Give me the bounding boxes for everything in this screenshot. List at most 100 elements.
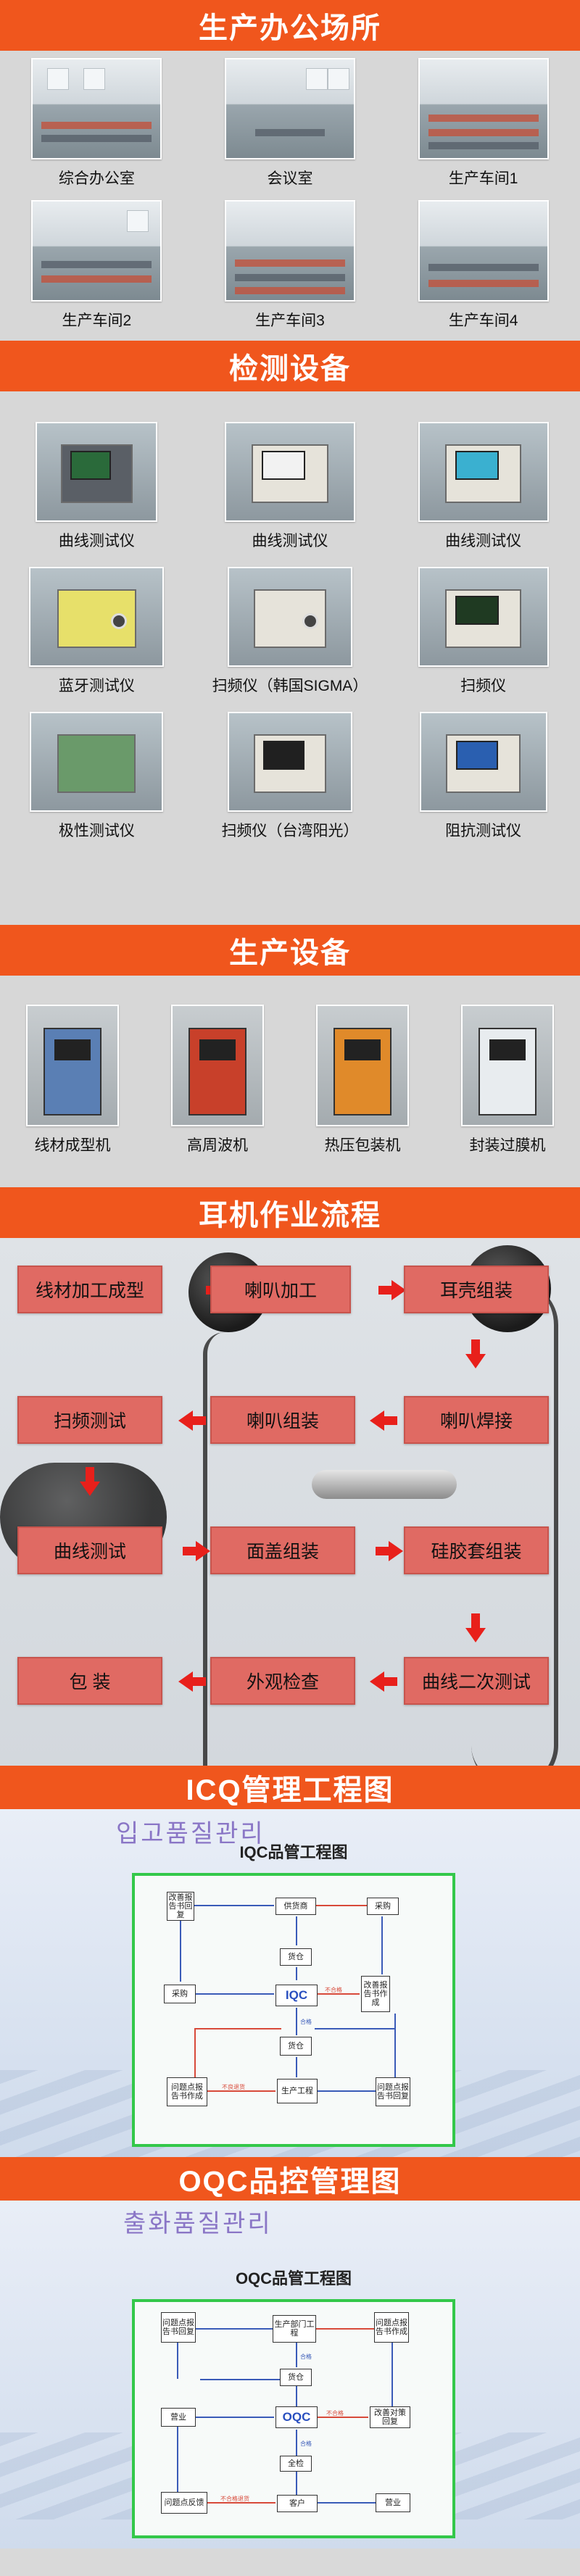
- oqc-diagram-title: OQC品管工程图: [235, 2269, 352, 2288]
- iqc-line-10: [296, 2057, 297, 2077]
- oqc-label-return: 不合格退货: [220, 2496, 249, 2502]
- oqc-label-pass-2: 合格: [300, 2440, 312, 2447]
- oqc-box-full-check: 全检: [280, 2456, 312, 2472]
- oqc-label-fail: 不合格: [326, 2410, 344, 2417]
- iqc-box-purchase-left: 采购: [164, 1985, 196, 2003]
- iqc-line-8: [318, 1993, 360, 1995]
- office-caption-2: 会议室: [267, 170, 313, 187]
- oqc-line-8: [194, 2417, 274, 2418]
- testing-grid: 曲线测试仪 曲线测试仪 曲线测试仪 蓝牙测试仪 扫频仪（韩国SIGMA） 扫频仪: [0, 422, 580, 841]
- flow-arrow-2-3-icon: [378, 1280, 406, 1300]
- test-card-4: 蓝牙测试仪: [0, 567, 194, 696]
- flow-step-2: 喇叭加工: [210, 1266, 351, 1313]
- oqc-line-5: [177, 2343, 178, 2379]
- oqc-korean-heading: 출화품질관리: [123, 2209, 273, 2238]
- iqc-box-stock: 货仓: [280, 2037, 312, 2056]
- flow-arrow-4-7-icon: [80, 1467, 100, 1496]
- test-caption-2: 曲线测试仪: [252, 533, 328, 549]
- flow-arrow-9-12-icon: [465, 1613, 486, 1642]
- oqc-line-4: [296, 2386, 297, 2406]
- test-photo-7: [30, 712, 164, 812]
- iqc-box-center: IQC: [276, 1985, 318, 2006]
- oqc-line-9: [318, 2417, 368, 2418]
- iqc-line-11: [194, 2028, 281, 2029]
- production-banner: 生产设备: [0, 925, 580, 976]
- office-caption-4: 生产车间2: [62, 312, 132, 329]
- iqc-box-receive: 货仓: [280, 1948, 312, 1966]
- oqc-box-problem-reply: 问题点报告书回复: [161, 2312, 196, 2343]
- oqc-line-11: [296, 2472, 297, 2495]
- flow-step-6: 喇叭焊接: [404, 1396, 549, 1444]
- iqc-box-supplier: 供货商: [276, 1898, 316, 1915]
- oqc-line-12: [177, 2427, 178, 2492]
- test-card-2: 曲线测试仪: [194, 422, 387, 551]
- iqc-label-pass: 合格: [300, 2019, 312, 2025]
- test-caption-5: 扫频仪（韩国SIGMA）: [212, 678, 368, 694]
- office-section: 综合办公室 会议室 生产车间1 生产车间2 生产车间3 生产车间4: [0, 51, 580, 341]
- iqc-line-13: [315, 2028, 394, 2029]
- production-title: 生产设备: [229, 937, 351, 969]
- flow-arrow-12-11-icon: [370, 1671, 397, 1692]
- test-caption-4: 蓝牙测试仪: [58, 678, 135, 694]
- office-caption-6: 生产车间4: [448, 312, 518, 329]
- testing-title: 检测设备: [229, 353, 351, 385]
- iqc-line-4: [296, 1967, 297, 1980]
- iqc-diagram-title: IQC品管工程图: [239, 1843, 348, 1861]
- production-row: 线材成型机 高周波机 热压包装机 封装过膜机: [0, 1005, 580, 1155]
- flow-arrow-8-9-icon: [376, 1541, 403, 1561]
- office-card-6: 生产车间4: [386, 200, 580, 331]
- prod-photo-4: [461, 1005, 554, 1126]
- flow-step-11: 外观检查: [210, 1657, 355, 1705]
- flow-step-7: 曲线测试: [17, 1526, 162, 1574]
- iqc-box-improve-reply: 改善报告书回复: [167, 1892, 194, 1921]
- earphone-cable-right: [471, 1281, 558, 1766]
- test-caption-1: 曲线测试仪: [58, 533, 135, 549]
- iqc-line-3: [296, 1916, 297, 1945]
- test-photo-6: [418, 567, 549, 667]
- test-photo-5: [227, 567, 352, 667]
- iqc-korean-heading: 입고품질관리: [116, 1819, 265, 1848]
- iqc-line-6: [381, 1916, 383, 1974]
- office-photo-1: [31, 58, 162, 159]
- prod-photo-2: [171, 1005, 264, 1126]
- production-section: 线材成型机 高周波机 热压包装机 封装过膜机: [0, 976, 580, 1187]
- oqc-line-10: [296, 2430, 297, 2456]
- iqc-box-purchase-top: 采购: [367, 1898, 399, 1915]
- test-card-3: 曲线测试仪: [386, 422, 580, 551]
- iqc-line-12: [194, 2028, 196, 2079]
- iqc-line-1: [194, 1905, 274, 1906]
- office-card-3: 生产车间1: [386, 58, 580, 188]
- iqc-line-16: [318, 2090, 376, 2092]
- test-photo-9: [419, 712, 547, 812]
- flow-step-9: 硅胶套组装: [404, 1526, 549, 1574]
- iqc-line-7: [194, 1993, 274, 1995]
- office-photo-3: [418, 58, 549, 159]
- iqc-line-15: [207, 2090, 276, 2092]
- oqc-line-2: [316, 2328, 376, 2330]
- office-caption-3: 生产车间1: [448, 170, 518, 187]
- oqc-line-14: [318, 2502, 376, 2504]
- test-caption-7: 极性测试仪: [58, 823, 135, 839]
- earphone-plug-icon: [312, 1470, 457, 1499]
- test-card-1: 曲线测试仪: [0, 422, 194, 551]
- office-title: 生产办公场所: [199, 12, 381, 44]
- iqc-section: 입고품질관리 IQC品管工程图 不合格 合格 不良退货 改善报告书回复: [0, 1809, 580, 2157]
- office-caption-5: 生产车间3: [255, 312, 325, 329]
- flow-step-5: 喇叭组装: [210, 1396, 355, 1444]
- office-photo-4: [31, 200, 162, 302]
- oqc-line-13: [207, 2502, 276, 2504]
- iqc-box-problem-left: 问题点报告书作成: [167, 2077, 207, 2106]
- iqc-diagram-frame: IQC品管工程图 不合格 合格 不良退货 改善报告书回复 供货商 采购: [132, 1843, 455, 2147]
- oqc-line-7: [392, 2343, 393, 2415]
- testing-banner: 检测设备: [0, 341, 580, 391]
- office-card-2: 会议室: [194, 58, 387, 188]
- iqc-box-problem-right: 问题点报告书回复: [376, 2077, 410, 2106]
- office-banner: 生产办公场所: [0, 0, 580, 51]
- iqc-line-14: [394, 2014, 396, 2079]
- flow-step-1: 线材加工成型: [17, 1266, 162, 1313]
- flow-arrow-11-10-icon: [178, 1671, 206, 1692]
- iqc-line-9: [296, 2008, 297, 2035]
- flow-section: 线材加工成型 喇叭加工 耳壳组装 扫频测试 喇叭组装 喇叭焊接 曲线测试 面盖组…: [0, 1238, 580, 1766]
- testing-section: 曲线测试仪 曲线测试仪 曲线测试仪 蓝牙测试仪 扫频仪（韩国SIGMA） 扫频仪: [0, 391, 580, 925]
- prod-card-2: 高周波机: [145, 1005, 290, 1155]
